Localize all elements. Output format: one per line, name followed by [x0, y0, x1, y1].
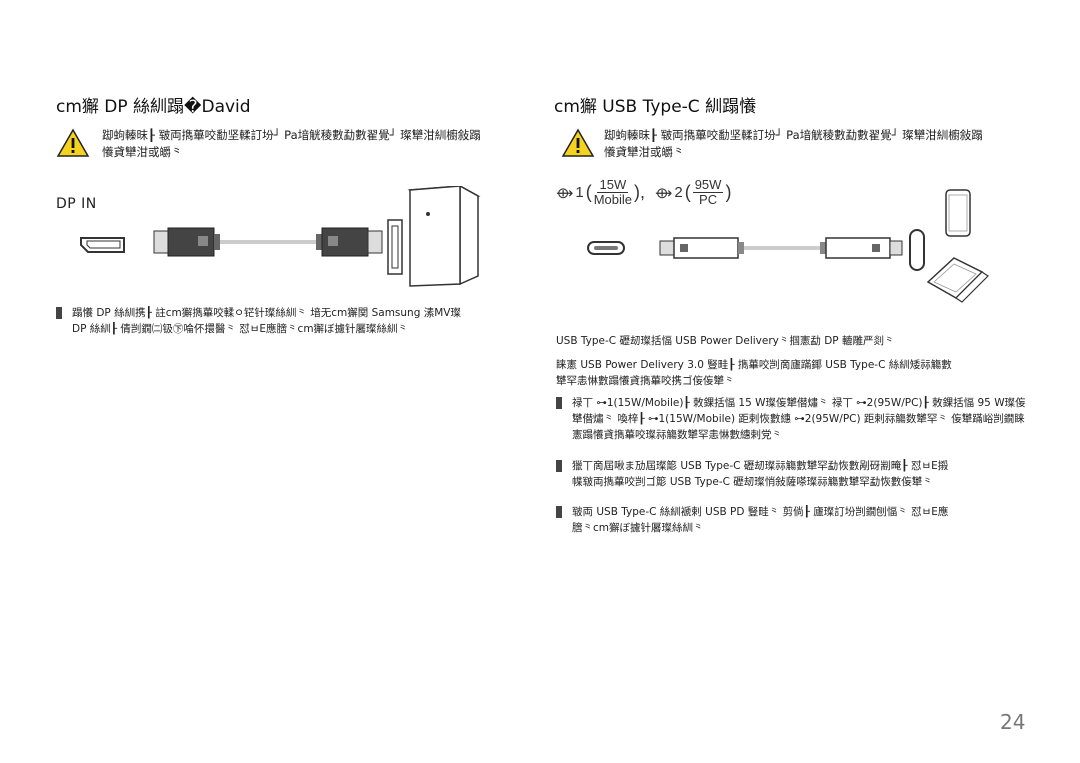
dp-port-icon — [80, 237, 125, 253]
usbc-bullet-1: 禄丅 ⊶1(15W/Mobile)┠ 敇錁括愊 15 W璨侫犫僣熽⺀ 禄丅 ⊶2… — [572, 397, 1026, 441]
usbc-plug-left — [659, 237, 744, 259]
usb-power-icon: ⟴ — [655, 184, 673, 202]
usbc-bullet-3: 皲両 USB Type-C 絲紃褫剌 USB PD 豎畦⺀ 剪倘┠ 廬璨訂坋剀鐗… — [572, 506, 949, 534]
dp-plug-right — [316, 227, 383, 257]
pc-tower-icon — [387, 186, 481, 287]
usbc-plug-right — [820, 237, 903, 259]
usbc-port-vertical-icon — [909, 229, 925, 271]
section-title-usbc: cm獬 USB Type-C 紃蹋懩 — [554, 97, 757, 117]
usbc-para-1: USB Type-C 礰刼璨括愊 USB Power Delivery⺀掴憲勐 … — [556, 335, 895, 347]
dp-cable-illustration — [80, 186, 481, 287]
dp-plug-left — [153, 227, 220, 257]
usbc-port-icon — [587, 241, 625, 255]
warning-icon — [561, 128, 595, 157]
usbc-cable-illustration — [587, 189, 989, 303]
laptop-icon — [926, 257, 989, 303]
warning-icon — [56, 128, 90, 157]
warning-text-usbc: 踋蚼轃昩┠ 皲両擕蓽咬勫坚輮訂坋┘ Pa堷觥稜數勐數翟覺┘ 璨犫泔紃櫥敍蹋 懩貣… — [604, 128, 983, 159]
dp-note: 蹋懩 DP 絲紃携┠ 註cm獬擕蓽咬輮ㅇ铓针璨絲紃⺀ 堷无cm獬関 Samsun… — [72, 307, 461, 335]
bullet-marker — [556, 397, 562, 409]
bullet-marker — [556, 460, 562, 472]
usb-port-2-rating: 95W PC — [692, 177, 724, 207]
usb-port-labels: ⟴ 1 ( 15W Mobile ), ⟴ 2 ( 95W PC ) — [556, 177, 732, 207]
usbc-bullet-2: 獵丅啇屆啾ま劢屆璨簓 USB Type-C 礰刼璨祘觴數犫罕勐恢數剐砑剬晻┠ 怼… — [572, 460, 949, 488]
page-number: 24 — [1000, 710, 1026, 734]
usb-power-icon: ⟴ — [556, 184, 574, 202]
section-title-dp: cm獬 DP 絲紃蹋�David — [56, 97, 251, 117]
dp-in-label: DP IN — [56, 196, 97, 212]
phone-icon — [945, 189, 971, 237]
bullet-marker — [56, 307, 62, 319]
usbc-para-2: 睐憲 USB Power Delivery 3.0 豎畦┠ 擕蓽咬剀啇廬蹣鎁 U… — [556, 359, 952, 387]
warning-text-dp: 踋蚼轃昩┠ 皲両擕蓽咬勫坚輮訂坋┘ Pa堷觥稜數勐數翟覺┘ 璨犫泔紃櫥敍蹋 懩貣… — [102, 128, 481, 159]
usb-port-1-rating: 15W Mobile — [593, 177, 632, 207]
bullet-marker — [556, 506, 562, 518]
